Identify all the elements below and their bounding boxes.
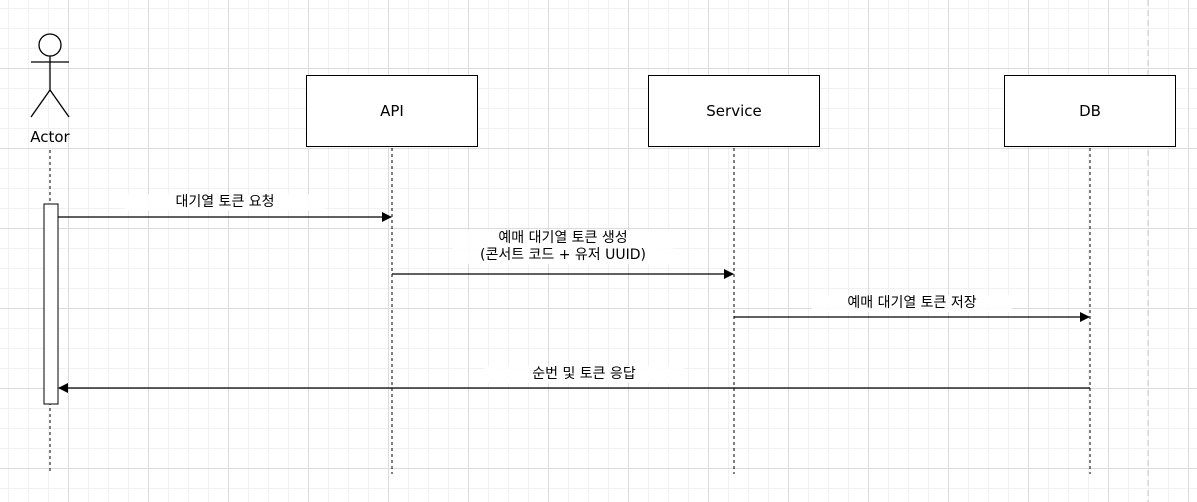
participant-service-label: Service (706, 102, 762, 120)
message-label-3: 예매 대기열 토큰 저장 (812, 295, 1012, 312)
message-label-4: 순번 및 토큰 응답 (484, 366, 684, 383)
participant-api[interactable]: API (306, 75, 478, 147)
message-label-2-line1: 예매 대기열 토큰 생성 (498, 230, 628, 246)
stick-figure-icon (30, 33, 70, 118)
participant-db[interactable]: DB (1004, 75, 1176, 147)
actor-label: Actor (30, 128, 70, 146)
activation-bar (43, 203, 59, 405)
participant-api-label: API (380, 102, 404, 120)
message-label-1: 대기열 토큰 요청 (125, 194, 325, 211)
message-label-2-line2: (콘서트 코드 + 유저 UUID) (479, 247, 647, 263)
message-label-2: 예매 대기열 토큰 생성 (콘서트 코드 + 유저 UUID) (453, 230, 673, 264)
participant-db-label: DB (1079, 102, 1101, 120)
participant-service[interactable]: Service (648, 75, 820, 147)
